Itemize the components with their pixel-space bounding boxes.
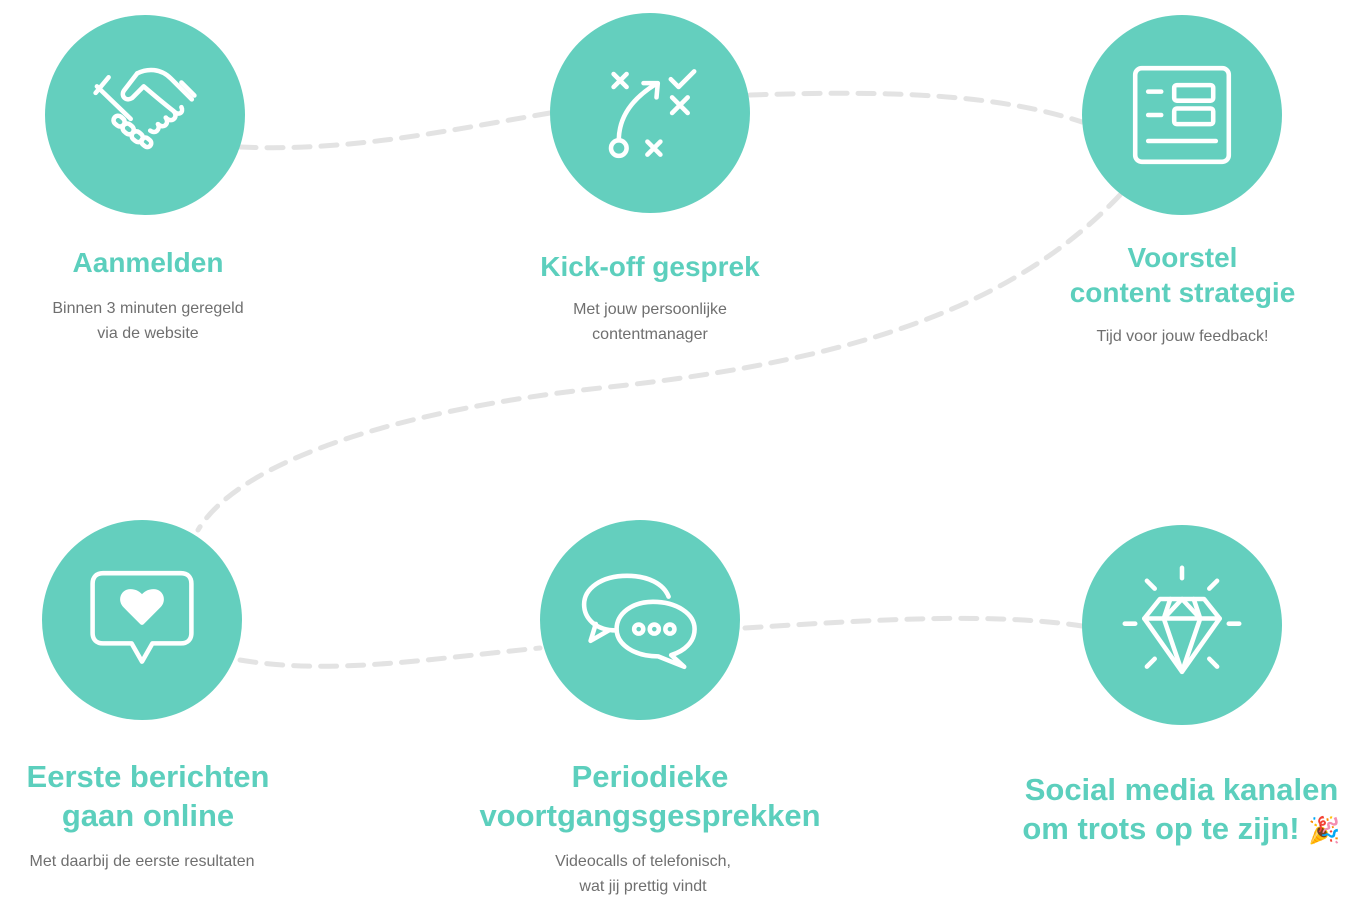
step-5-title-line-2: voortgangsgesprekken bbox=[479, 797, 821, 833]
step-5-title: Periodieke voortgangsgesprekken bbox=[455, 758, 845, 836]
connector-4-5 bbox=[237, 645, 543, 669]
step-3-circle bbox=[1082, 15, 1282, 215]
connector-2-3 bbox=[747, 90, 1085, 125]
step-6-title: Social media kanalen om trots op te zijn… bbox=[1016, 771, 1347, 849]
step-4-description: Met daarbij de eerste resultaten bbox=[0, 849, 284, 874]
document-layout-icon bbox=[1132, 65, 1232, 165]
step-1-title-line-1: Aanmelden bbox=[72, 247, 224, 278]
party-popper-emoji: 🎉 bbox=[1308, 815, 1341, 846]
step-6-title-line-2-text: om trots op te zijn! bbox=[1022, 810, 1300, 846]
step-5-title-line-1: Periodieke bbox=[571, 759, 729, 794]
step-2-circle bbox=[550, 13, 750, 213]
step-3-description: Tijd voor jouw feedback! bbox=[1030, 324, 1335, 349]
step-6-title-line-1: Social media kanalen bbox=[1024, 772, 1339, 807]
step-2-title: Kick-off gesprek bbox=[500, 249, 800, 284]
step-4-description-line-1: Met daarbij de eerste resultaten bbox=[29, 853, 255, 870]
strategy-play-icon bbox=[608, 69, 697, 159]
step-4-title: Eerste berichten gaan online bbox=[0, 758, 296, 836]
step-5-description: Videocalls of telefonisch, wat jij prett… bbox=[493, 849, 793, 899]
step-2-title-line-1: Kick-off gesprek bbox=[540, 251, 760, 282]
heart-message-icon bbox=[90, 570, 194, 664]
step-2-description-line-2: contentmanager bbox=[592, 326, 708, 343]
step-4-title-line-1: Eerste berichten bbox=[26, 759, 270, 794]
step-4-circle bbox=[42, 520, 242, 720]
step-1-description-line-1: Binnen 3 minuten geregeld bbox=[52, 300, 244, 317]
step-1-circle bbox=[45, 15, 245, 215]
step-3-title-line-2: content strategie bbox=[1069, 277, 1296, 308]
step-5-description-line-1: Videocalls of telefonisch, bbox=[555, 853, 731, 870]
connector-3-4 bbox=[195, 192, 1123, 533]
step-4-title-line-2: gaan online bbox=[61, 797, 235, 833]
diamond-icon bbox=[1122, 565, 1242, 675]
step-2-description: Met jouw persoonlijke contentmanager bbox=[500, 297, 800, 347]
step-3-title: Voorstel content strategie bbox=[1030, 240, 1335, 310]
step-1-description-line-2: via de website bbox=[97, 325, 199, 342]
step-6-circle bbox=[1082, 525, 1282, 725]
chat-bubbles-icon bbox=[581, 573, 697, 670]
connector-1-2 bbox=[237, 110, 553, 151]
step-6-title-line-2: om trots op te zijn! 🎉 bbox=[1016, 810, 1347, 849]
step-5-circle bbox=[540, 520, 740, 720]
step-1-description: Binnen 3 minuten geregeld via de website bbox=[0, 296, 296, 346]
step-3-description-line-1: Tijd voor jouw feedback! bbox=[1096, 328, 1269, 345]
handshake-icon bbox=[93, 67, 197, 150]
step-3-title-line-1: Voorstel bbox=[1127, 242, 1238, 273]
step-2-description-line-1: Met jouw persoonlijke bbox=[573, 301, 727, 318]
step-1-title: Aanmelden bbox=[0, 245, 296, 280]
connector-5-6 bbox=[742, 615, 1085, 631]
step-5-description-line-2: wat jij prettig vindt bbox=[579, 878, 707, 895]
